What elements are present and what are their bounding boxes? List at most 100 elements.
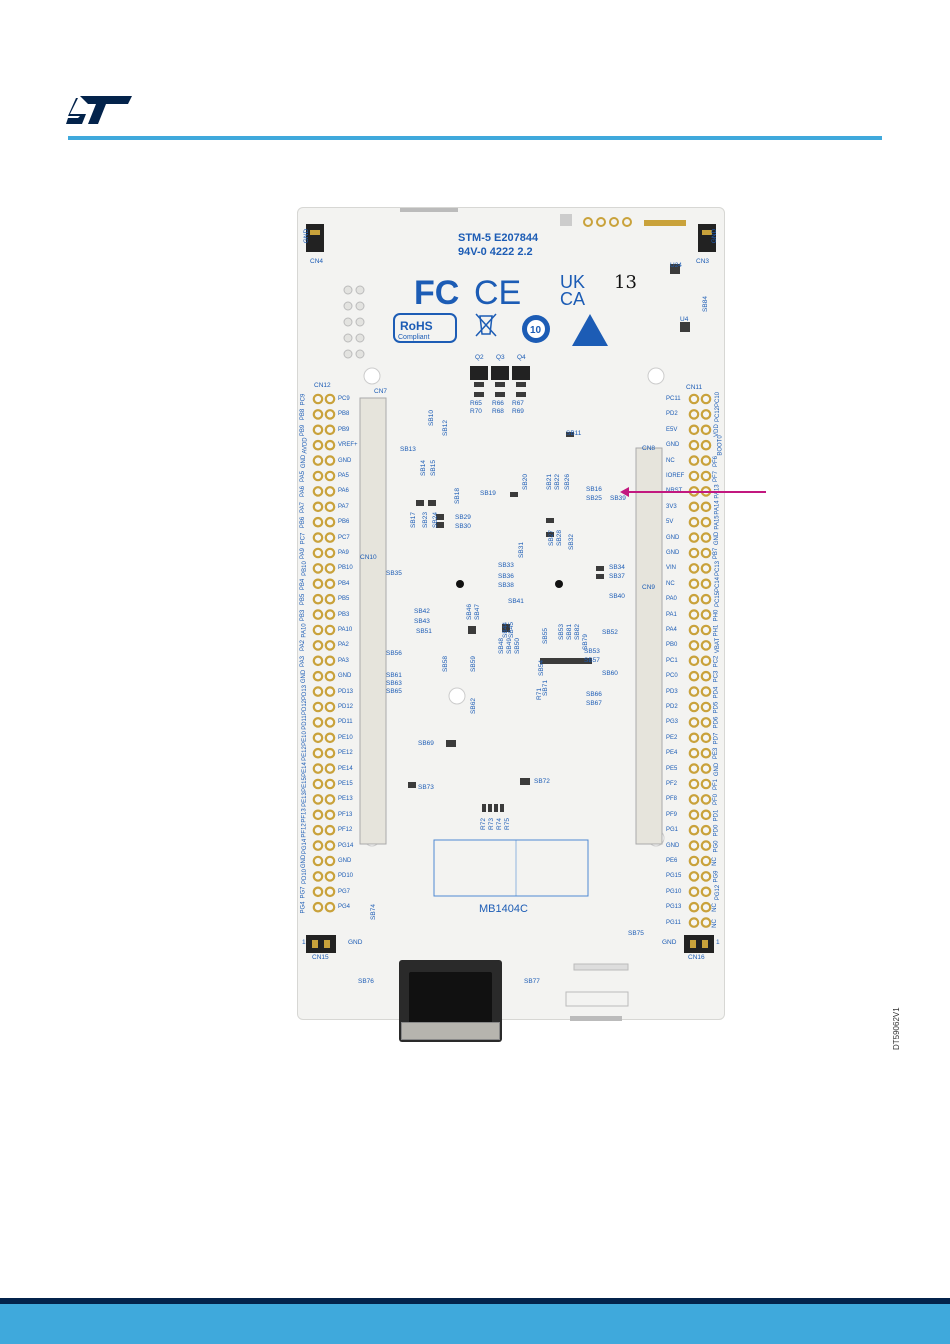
solder-bridge-label: SB41 bbox=[508, 598, 524, 605]
pin-pad bbox=[688, 732, 700, 744]
pin-label: PE15 bbox=[301, 777, 308, 792]
pin-label: PD11 bbox=[338, 719, 353, 726]
pin-label: PG11 bbox=[666, 919, 681, 926]
pin-label: PB9 bbox=[338, 426, 350, 433]
pin-pad bbox=[688, 871, 700, 882]
pin-pad bbox=[312, 855, 324, 867]
pin-label: PC3 bbox=[713, 670, 720, 683]
pin-label: PA3 bbox=[338, 657, 349, 664]
pin-label: PD13 bbox=[338, 688, 354, 695]
pin-label: PD7 bbox=[713, 732, 720, 745]
pin-label: PC11 bbox=[666, 396, 681, 402]
pin-pad bbox=[312, 670, 324, 682]
pin-pad bbox=[312, 732, 324, 744]
cn16-label: CN16 bbox=[688, 954, 705, 961]
pin-pad bbox=[324, 455, 336, 466]
pin-pad bbox=[324, 747, 336, 759]
pin-label: PA10 bbox=[301, 623, 308, 638]
pin-label: PD10 bbox=[302, 869, 309, 885]
solder-bridge-label: SB76 bbox=[358, 978, 374, 985]
pin-pad bbox=[312, 547, 324, 559]
pin-pad bbox=[312, 409, 324, 420]
solder-bridge-label: SB13 bbox=[400, 446, 416, 453]
pin-label: PF0 bbox=[713, 794, 720, 806]
pin-pad bbox=[324, 840, 336, 851]
pin-pad bbox=[312, 794, 324, 805]
pin-pad bbox=[324, 486, 336, 497]
pin-pad bbox=[324, 701, 336, 713]
pin-label: PA1 bbox=[666, 611, 677, 618]
component-label: R68 bbox=[492, 408, 504, 415]
solder-bridge-label: SB28 bbox=[555, 530, 563, 546]
component-label: Q3 bbox=[496, 354, 505, 361]
pin1-label-cn16: 1 bbox=[716, 939, 720, 946]
pin-label: PD6 bbox=[713, 717, 720, 729]
solder-bridge-label: SB62 bbox=[469, 698, 477, 714]
pin-label: PE6 bbox=[666, 858, 678, 864]
pin-label: VIN bbox=[666, 565, 677, 572]
pin-label: GND bbox=[666, 442, 680, 449]
solder-bridge-label: SB57 bbox=[584, 657, 600, 664]
pin-label: PB10 bbox=[338, 565, 353, 572]
cn15-label: CN15 bbox=[312, 954, 329, 961]
pin-label: PB10 bbox=[301, 561, 308, 577]
pin-pad bbox=[700, 824, 712, 836]
solder-bridge-label: SB24 bbox=[431, 512, 439, 528]
pin-label: PA15 bbox=[714, 515, 721, 530]
pin-pad bbox=[700, 609, 712, 620]
pin-pad bbox=[700, 871, 712, 882]
svg-text:13: 13 bbox=[614, 272, 637, 293]
pin-pad bbox=[688, 578, 700, 590]
pin-label: PB9 bbox=[300, 424, 307, 436]
solder-bridge-label: SB16 bbox=[586, 486, 602, 493]
pin-pad bbox=[688, 886, 700, 898]
pin-pad bbox=[700, 516, 712, 528]
pin-label: PE15 bbox=[338, 781, 353, 787]
pin-pad bbox=[324, 686, 336, 697]
cn10-label: CN10 bbox=[360, 554, 377, 561]
cn3-label: CN3 bbox=[696, 258, 710, 265]
pin-label: PD4 bbox=[713, 686, 720, 698]
solder-bridge-label: SB25 bbox=[586, 495, 602, 502]
pin-pad bbox=[700, 439, 712, 451]
pin-pad bbox=[312, 593, 324, 605]
pin-label: GND bbox=[666, 534, 680, 541]
pin-pad bbox=[688, 609, 700, 620]
component-label: R66 bbox=[492, 400, 504, 407]
pin-label: PE4 bbox=[666, 750, 678, 757]
pin-pad bbox=[700, 455, 712, 466]
solder-bridge-label: SB34 bbox=[609, 564, 625, 571]
pin-label: PB3 bbox=[338, 611, 350, 618]
pin-label: PD1 bbox=[713, 809, 720, 822]
solder-bridge-label: SB42 bbox=[414, 608, 430, 615]
solder-bridge-label: SB84 bbox=[701, 296, 709, 312]
pin-pad bbox=[312, 640, 324, 651]
pin-pad bbox=[324, 655, 336, 667]
pin-label: PC9 bbox=[300, 393, 307, 406]
pin-label: PD2 bbox=[666, 704, 678, 710]
pin-label: PB5 bbox=[300, 594, 307, 606]
pin-pad bbox=[700, 763, 712, 774]
pin-label: PG13 bbox=[666, 904, 682, 911]
solder-bridge-label: SB26 bbox=[563, 474, 571, 490]
board-photo: FC CE UK CA RoHS Compliant 10 13 bbox=[297, 207, 725, 1021]
cert-line-1: STM-5 E207844 bbox=[458, 232, 539, 244]
pin-label: PH0 bbox=[713, 609, 720, 621]
pin-label: PB4 bbox=[338, 580, 350, 587]
pin-label: PE13 bbox=[301, 792, 308, 808]
pin-pad bbox=[324, 855, 336, 867]
pin-pad bbox=[324, 532, 336, 543]
pin-pad bbox=[312, 624, 324, 636]
pin-pad bbox=[312, 455, 324, 466]
pin-label: PE5 bbox=[666, 765, 678, 772]
pin-pad bbox=[688, 763, 700, 774]
solder-bridge-label: SB46 bbox=[465, 604, 473, 620]
pin-label: GND bbox=[666, 550, 680, 556]
pin-label: GND bbox=[338, 673, 352, 680]
component-label: R71 bbox=[535, 688, 543, 700]
pin-label: PG4 bbox=[338, 904, 351, 911]
solder-bridge-label: SB77 bbox=[524, 978, 540, 985]
pin-label: AVDD bbox=[302, 437, 309, 454]
pin-label: PC7 bbox=[338, 534, 350, 541]
pin-label: PF13 bbox=[301, 808, 308, 823]
